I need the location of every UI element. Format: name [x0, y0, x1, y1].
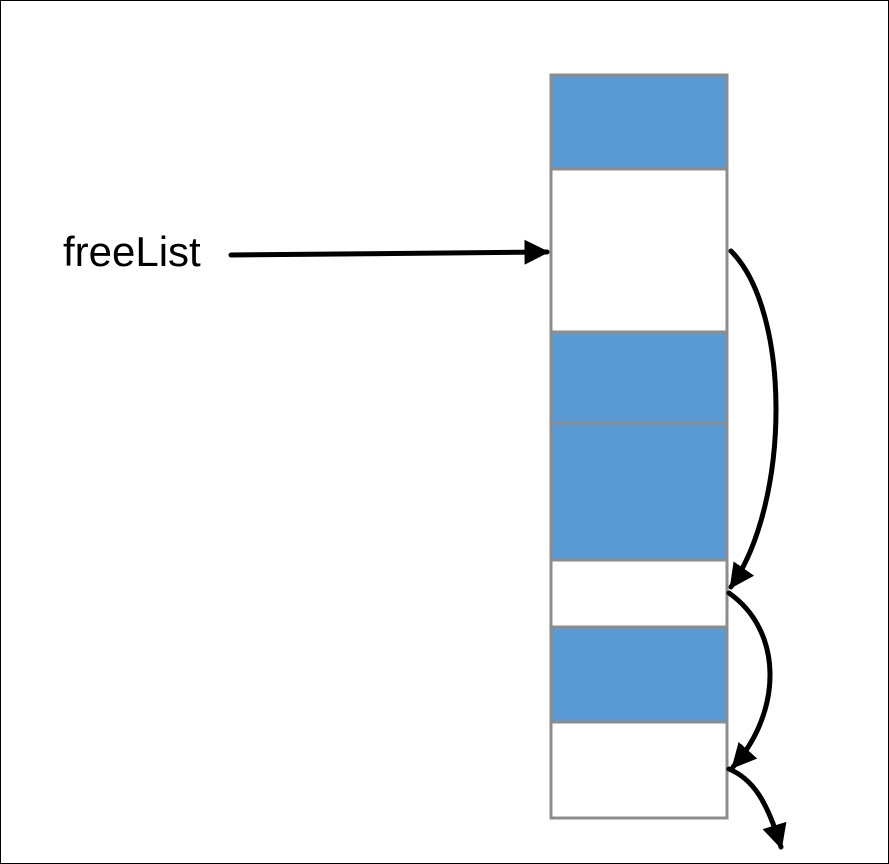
free-block: [549, 558, 729, 629]
next-link-arrow: [726, 766, 787, 850]
arrows: [228, 239, 787, 850]
free-block: [549, 720, 729, 820]
used-block: [549, 421, 729, 562]
used-block: [549, 625, 729, 724]
next-link-arrow: [726, 590, 773, 770]
free-block: [549, 167, 729, 334]
freelist-pointer-arrow: [228, 239, 550, 265]
next-link-arrow: [728, 248, 779, 590]
memory-blocks: [549, 73, 729, 820]
used-block: [549, 330, 729, 425]
used-block: [549, 73, 729, 171]
freelist-label: freeList: [63, 228, 201, 275]
